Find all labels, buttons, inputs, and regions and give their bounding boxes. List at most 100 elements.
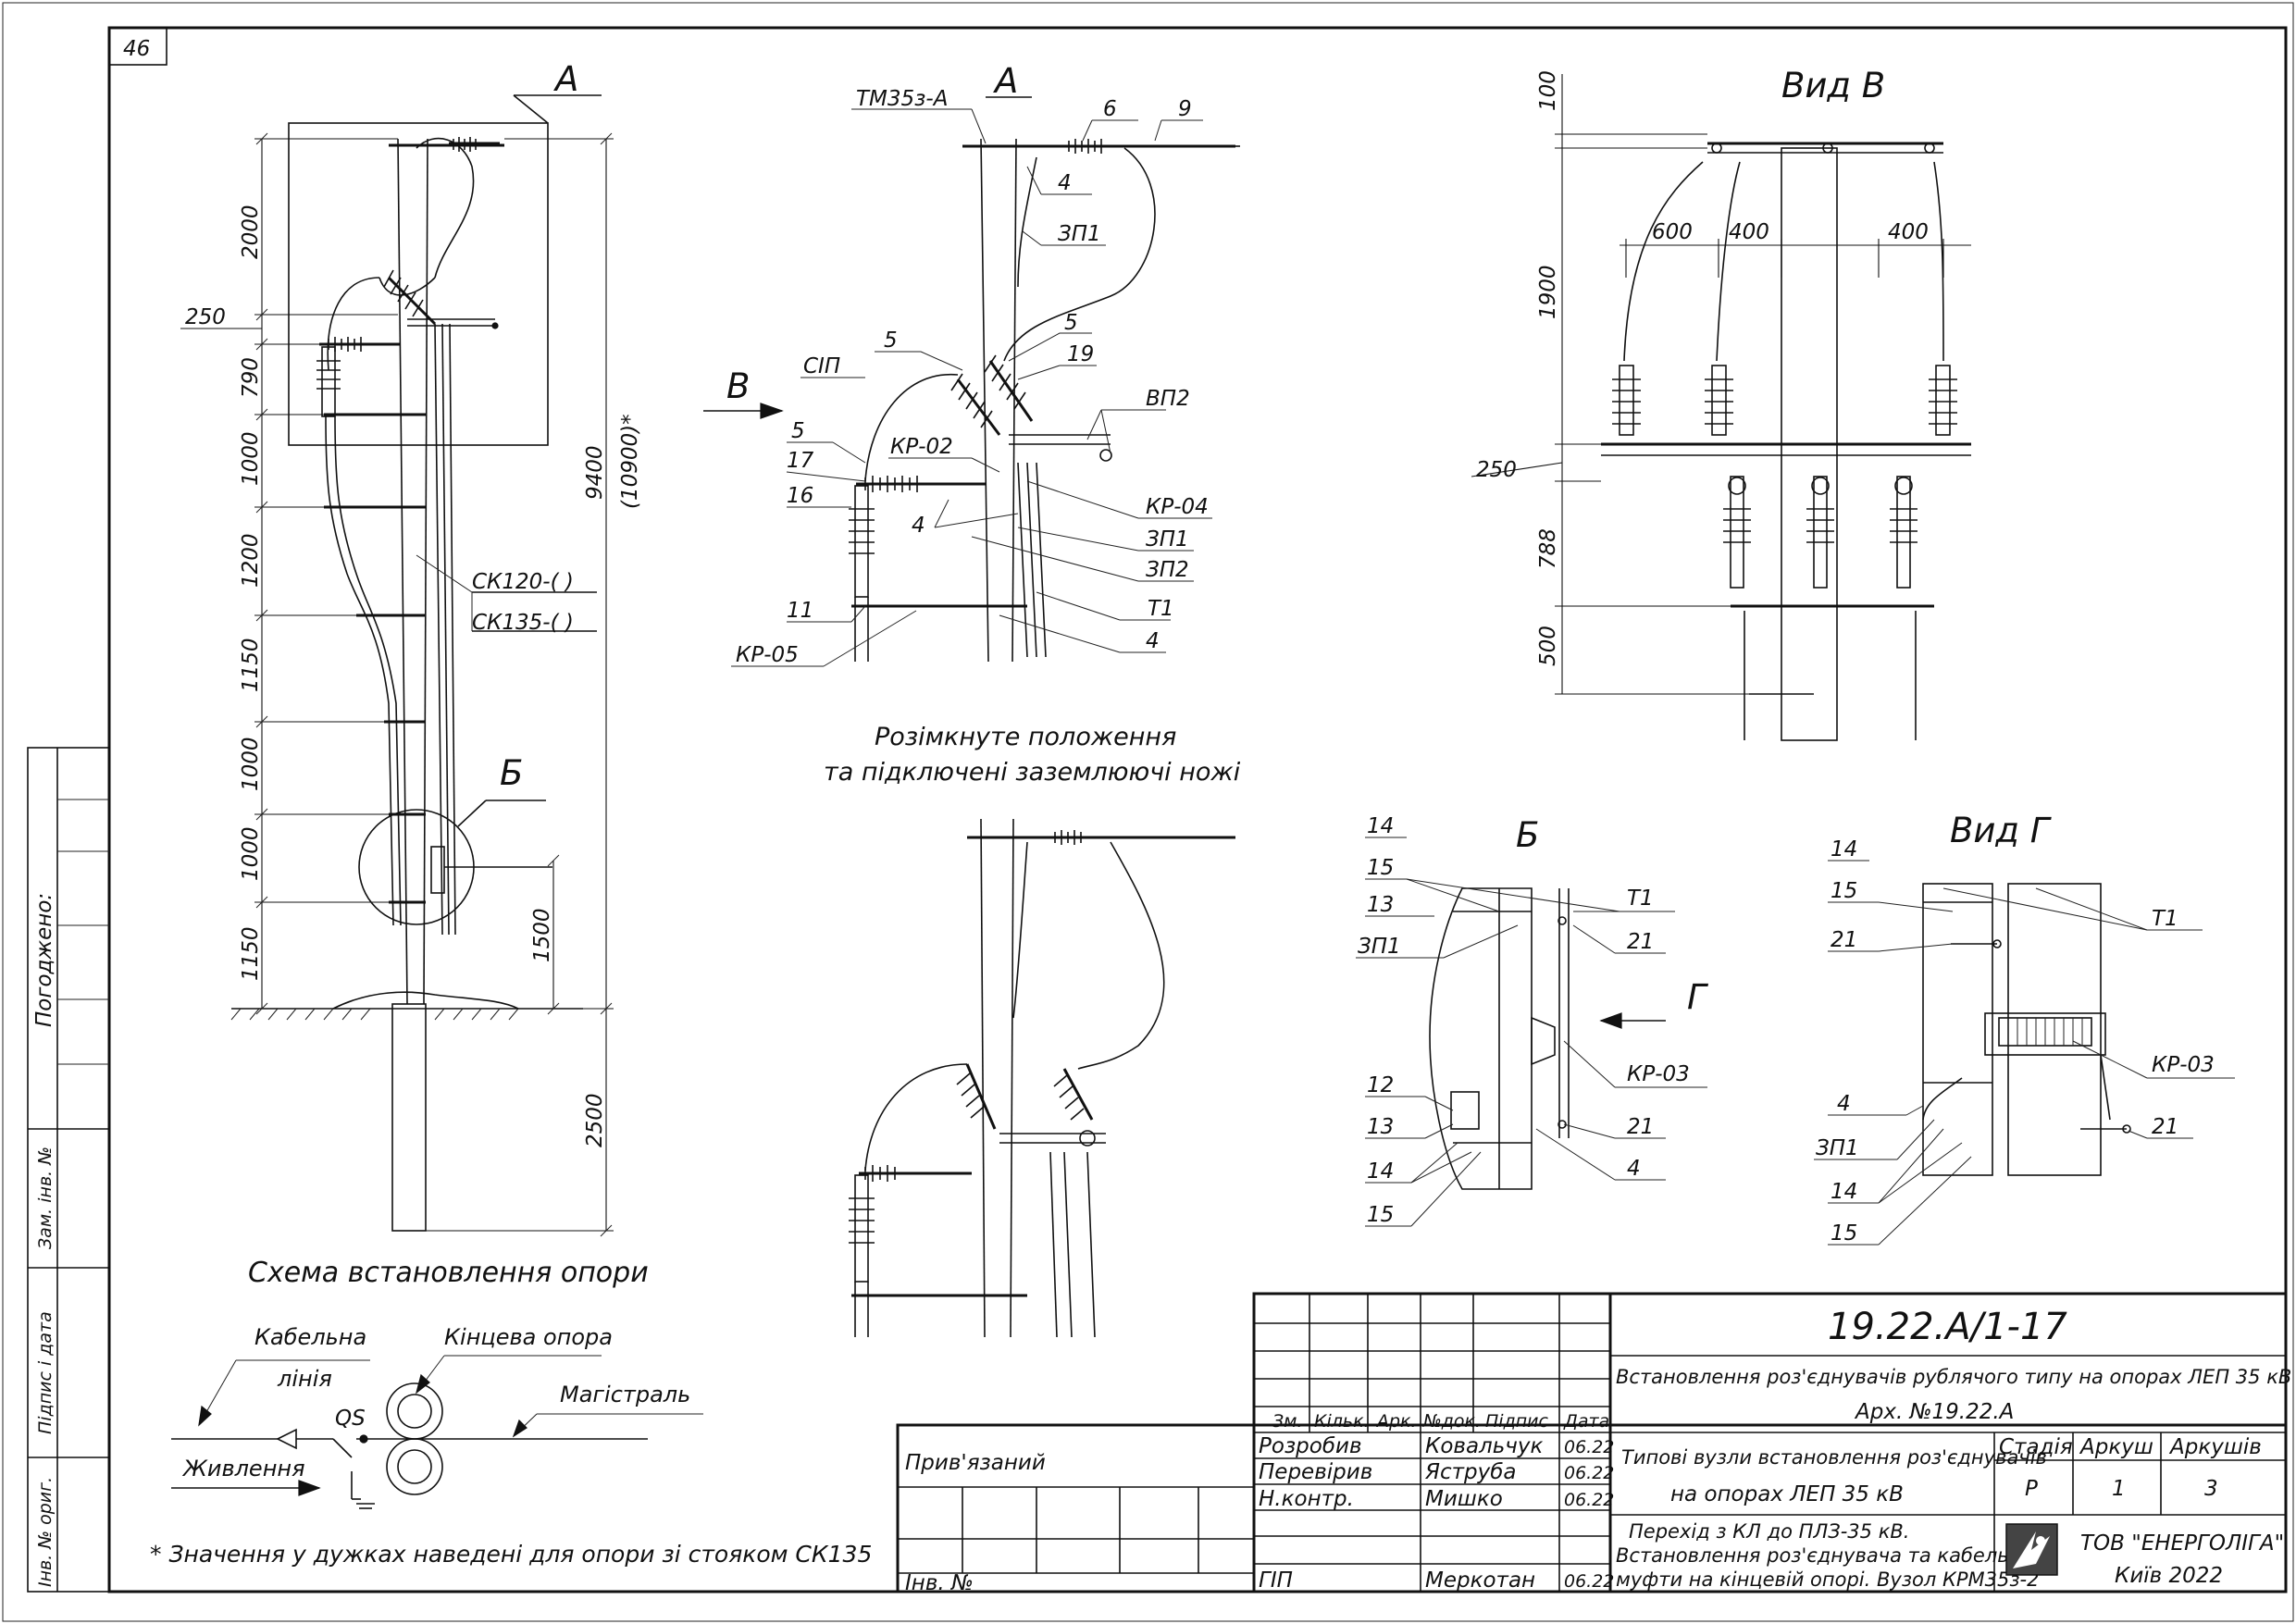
dim-total-alt: (10900)*	[618, 414, 642, 509]
dim-main-2: 790	[239, 357, 263, 398]
view-a-label-16: ЗП1	[1146, 527, 1189, 552]
detail-b-label-3: ЗП1	[1358, 935, 1401, 959]
view-a-label-12: КР-02	[890, 435, 953, 459]
archive-number: Арх. №19.22.А	[1854, 1400, 2014, 1424]
view-g-labels: 14 15 21 Т1 КР-03 4 ЗП1 21 14 15	[1814, 837, 2235, 1246]
project-title: Встановлення роз'єднувачів рублячого тип…	[1616, 1366, 2291, 1388]
view-g-label-2: 21	[1831, 928, 1857, 952]
view-a-labels: ТМ35з-А 6 9 4 ЗП1 5 19 СІП 5 ВП2 5 17 КР…	[731, 87, 1212, 667]
footnote: * Значення у дужках наведені для опори з…	[150, 1541, 872, 1568]
view-g-title: Вид Г	[1950, 811, 2053, 850]
view-g-label-6: ЗП1	[1816, 1136, 1859, 1160]
dim-v-4: 1900	[1536, 265, 1560, 319]
view-g-label-1: 15	[1831, 879, 1857, 903]
view-a-label-20: 4	[1146, 629, 1160, 653]
power-label: Живлення	[181, 1456, 305, 1481]
dim-main-1: 250	[185, 305, 226, 329]
detail-b-arrow-label: Г	[1687, 977, 1709, 1017]
sheet-number: 46	[123, 37, 150, 61]
role-1-date: 06.22	[1564, 1463, 1614, 1483]
role-0: Розробив	[1259, 1434, 1362, 1458]
sheet-title-2: на опорах ЛЕП 35 кВ	[1670, 1482, 1904, 1506]
view-a-label-3: 4	[1058, 171, 1072, 195]
callout-a-main: А	[553, 59, 578, 99]
drawing-title-1: Перехід з КЛ до ПЛЗ-35 кВ.	[1629, 1520, 1909, 1543]
company-logo	[2005, 1523, 2058, 1576]
view-v-dimensions: 100 1900 250 788 500 600 400 400	[1471, 70, 1971, 695]
label-ck135: СК135-( )	[472, 611, 574, 635]
role-2-date: 06.22	[1564, 1490, 1614, 1510]
detail-b-label-4: Т1	[1627, 886, 1654, 911]
dim-1500: 1500	[530, 908, 554, 962]
inv-no-label: Інв. №	[905, 1571, 974, 1595]
view-a-label-9: ВП2	[1146, 387, 1190, 411]
dim-2500: 2500	[583, 1093, 607, 1147]
dim-v-3: 400	[1888, 220, 1929, 244]
detail-b-label-11: 4	[1627, 1157, 1641, 1181]
company-name: ТОВ "ЕНЕРГОЛІГА"	[2080, 1531, 2284, 1556]
open-caption-line1: Розімкнуте положення	[875, 723, 1176, 751]
role-1: Перевірив	[1259, 1460, 1372, 1484]
top-insulator	[453, 137, 477, 152]
inv-orig-label: Інв. № ориг.	[35, 1477, 56, 1587]
main-scheme-caption: Схема встановлення опори	[248, 1257, 649, 1289]
view-a-label-1: 6	[1103, 97, 1117, 121]
dim-main-4: 1200	[239, 533, 263, 588]
city-year: Київ 2022	[2115, 1564, 2223, 1588]
end-pole-label: Кінцева опора	[444, 1324, 613, 1350]
role-0-name: Ковальчук	[1425, 1434, 1544, 1458]
label-ck120: СК120-( )	[472, 570, 574, 594]
callout-b-main: Б	[500, 753, 523, 793]
detail-b-label-12: 15	[1367, 1203, 1394, 1227]
col-header-3: №док.	[1422, 1411, 1481, 1432]
view-a-label-18: Т1	[1148, 597, 1174, 621]
view-a-label-19: 11	[787, 599, 813, 623]
sheet-value: 1	[2112, 1477, 2126, 1501]
detail-b-label-7: 12	[1367, 1073, 1394, 1097]
role-1-name: Яструба	[1424, 1460, 1517, 1484]
role-3: ГІП	[1259, 1568, 1293, 1593]
replaced-inv-label: Зам. інв. №	[35, 1147, 56, 1249]
trunk-label: Магістраль	[560, 1382, 690, 1407]
view-a-label-21: КР-05	[736, 643, 799, 667]
view-a-label-4: ЗП1	[1058, 222, 1101, 246]
view-a-title: А	[993, 61, 1018, 101]
sheet-title-1: Типові вузли встановлення роз'єднувачів	[1621, 1446, 2047, 1469]
detail-b-label-6: КР-03	[1627, 1062, 1690, 1086]
col-header-2: Арк.	[1375, 1411, 1417, 1432]
view-g-label-7: 21	[2152, 1115, 2178, 1139]
left-stamp: Погоджено: Зам. інв. № Підпис і дата Інв…	[27, 747, 110, 1593]
view-a-label-15: 4	[912, 514, 925, 538]
dim-v-0: 100	[1536, 70, 1560, 111]
drawing-title-3: муфти на кінцевій опорі. Вузол КРМ35з-2	[1616, 1568, 2039, 1591]
detail-b-label-9: 21	[1627, 1115, 1654, 1139]
dim-main-0: 2000	[239, 205, 263, 259]
dim-main-8: 1150	[239, 926, 263, 981]
detail-b-label-5: 21	[1627, 930, 1654, 954]
view-g-label-3: Т1	[2152, 907, 2178, 931]
dim-main-7: 1000	[239, 826, 263, 881]
dim-total: 9400	[583, 445, 607, 500]
cable-line-label-2: лінія	[277, 1366, 332, 1392]
dim-v-2: 400	[1729, 220, 1769, 244]
view-a-label-14: КР-04	[1146, 495, 1209, 519]
view-a-label-5: 5	[1064, 311, 1078, 335]
view-a-label-10: 5	[791, 419, 805, 443]
view-a-arrow-label: В	[726, 366, 750, 406]
detail-b: Б Г 14 15 13 ЗП1 Т1 21 КР-03	[1356, 814, 1709, 1227]
connection-scheme: Кабельна лінія Кінцева опора Магістраль …	[171, 1324, 703, 1509]
title-block: 19.22.А/1-17 Встановлення роз'єднувачів …	[896, 1292, 2291, 1595]
view-g-label-5: 4	[1837, 1092, 1851, 1116]
role-3-name: Меркотан	[1425, 1568, 1535, 1593]
role-2-name: Мишко	[1425, 1487, 1503, 1511]
main-left-dimensions: 2000 250 790 1000 1200 1150 1000 1000 11…	[180, 132, 398, 1015]
sheets-label: Аркушів	[2168, 1435, 2262, 1459]
detail-b-labels: 14 15 13 ЗП1 Т1 21 КР-03 12 13 21 14 4 1…	[1356, 814, 1707, 1227]
dim-main-5: 1150	[239, 638, 263, 692]
detail-b-label-10: 14	[1367, 1159, 1394, 1184]
drawing-code: 19.22.А/1-17	[1828, 1306, 2067, 1348]
stage-value: Р	[2025, 1477, 2038, 1501]
main-pole-scheme: А	[180, 59, 649, 1289]
view-v: Вид В	[1471, 66, 1971, 741]
